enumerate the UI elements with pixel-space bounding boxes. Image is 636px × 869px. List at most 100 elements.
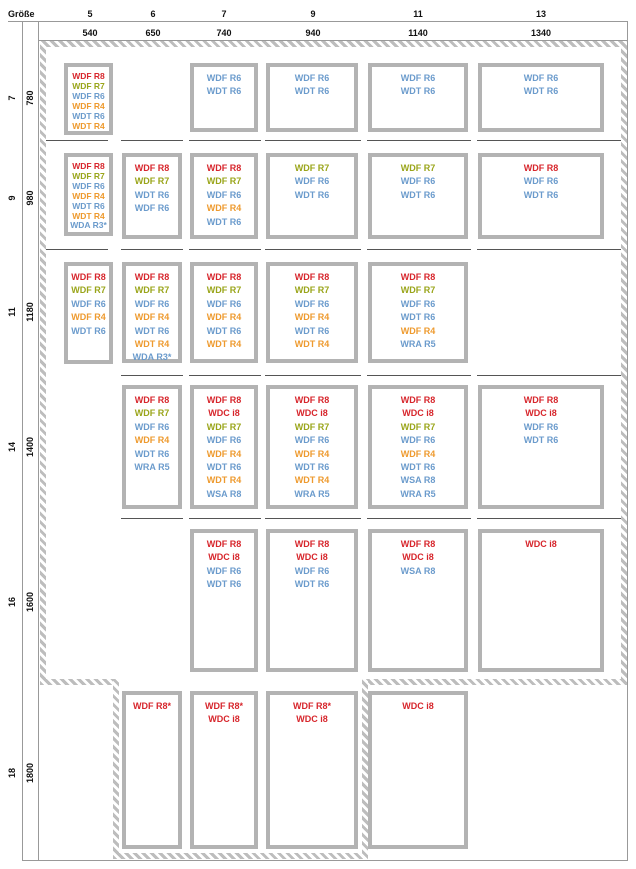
width-mm-940: 940 (305, 28, 321, 38)
product-code: WDF R8 (206, 163, 242, 173)
height-size-11: 11 (7, 307, 17, 317)
row-separator (46, 140, 108, 141)
height-size-7: 7 (7, 95, 17, 101)
product-code: WDF R6 (134, 203, 170, 214)
row-separator (189, 140, 261, 141)
product-code: WDT R4 (134, 339, 170, 350)
product-code: WDT R6 (294, 325, 330, 336)
product-code: WDF R8* (133, 701, 171, 711)
height-mm-1800: 1800 (25, 762, 35, 784)
product-code: WDT R6 (134, 325, 170, 336)
product-code: WDT R6 (523, 189, 559, 200)
product-code: WDF R6 (294, 435, 330, 446)
product-code: WDF R6 (294, 73, 330, 83)
product-code: WDF R6 (400, 435, 436, 446)
product-code: WDF R4 (72, 190, 105, 201)
product-code: WDF R4 (206, 203, 242, 214)
width-size-7: 7 (221, 9, 227, 19)
product-code: WDF R7 (72, 80, 105, 91)
row-separator (189, 518, 261, 519)
product-code: WDF R4 (294, 312, 330, 323)
row-separator (121, 140, 183, 141)
product-code: WDF R8 (294, 395, 330, 405)
product-code: WDC i8 (296, 408, 328, 419)
product-code: WDT R4 (72, 210, 105, 221)
row-separator (367, 518, 471, 519)
window-size-cell: WDF R8* (122, 691, 182, 849)
width-mm-1140: 1140 (408, 28, 428, 38)
width-size-6: 6 (150, 9, 156, 19)
product-code: WDF R7 (294, 163, 330, 173)
product-code: WDF R4 (134, 435, 170, 446)
product-code: WDF R8 (400, 395, 436, 405)
product-code: WDT R6 (400, 312, 436, 323)
product-code: WDT R6 (206, 579, 242, 590)
product-code: WDT R6 (71, 325, 106, 336)
product-code: WDC i8 (402, 701, 434, 711)
row-separator (367, 140, 471, 141)
height-size-14: 14 (7, 442, 17, 453)
product-code: WDT R6 (206, 216, 242, 227)
product-code: WDF R4 (206, 448, 242, 459)
height-mm-1400: 1400 (25, 436, 35, 458)
row-separator (367, 375, 471, 376)
product-code: WRA R5 (400, 339, 436, 350)
height-mm-1180: 1180 (25, 302, 35, 322)
row-separator (121, 249, 183, 250)
product-code: WDT R6 (206, 86, 242, 97)
product-code: WDT R4 (206, 475, 242, 486)
height-size-18: 18 (7, 768, 17, 779)
product-code: WDF R7 (134, 176, 170, 187)
product-code: WDF R6 (206, 435, 242, 446)
row-separator (46, 249, 108, 250)
product-code: WDA R3* (70, 220, 107, 231)
product-code: WDF R6 (400, 298, 436, 309)
bottom-frame-line (22, 860, 628, 861)
product-code: WDF R6 (72, 90, 105, 101)
row-separator (265, 375, 361, 376)
product-code: WDF R6 (71, 298, 106, 309)
product-code: WDF R6 (206, 565, 242, 576)
product-code: WDF R6 (72, 180, 105, 191)
row-separator (367, 249, 471, 250)
product-code: WDF R8 (206, 395, 242, 405)
row-separator (265, 140, 361, 141)
product-code: WDF R6 (206, 189, 242, 200)
product-code: WDT R6 (400, 86, 436, 97)
height-mm-1600: 1600 (25, 591, 35, 613)
header-divider (8, 21, 628, 22)
product-code: WSA R8 (400, 475, 436, 486)
product-code: WDF R6 (294, 565, 330, 576)
product-code-list: WDF R8*WDC i8 (270, 700, 354, 727)
row-separator (121, 518, 183, 519)
product-code: WDF R6 (400, 73, 436, 83)
product-code: WRA R5 (400, 488, 436, 499)
product-code: WDF R7 (71, 285, 106, 296)
product-code: WDF R4 (400, 325, 436, 336)
product-code: WDT R6 (134, 448, 170, 459)
product-code: WDT R6 (294, 462, 330, 473)
row-separator (189, 375, 261, 376)
product-code: WDF R8 (134, 163, 170, 173)
product-code: WDF R8 (134, 272, 170, 282)
